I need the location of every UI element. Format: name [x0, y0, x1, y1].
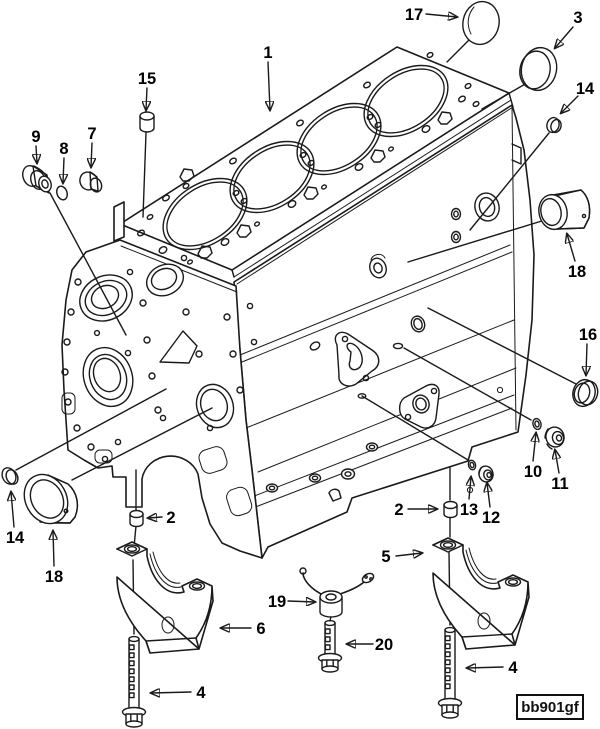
callout-arrow	[53, 531, 54, 567]
deck-holes	[137, 51, 480, 265]
callout-label: 4	[196, 684, 206, 702]
callout-label: 6	[256, 620, 265, 638]
callout-label: 14	[6, 529, 25, 547]
sealing-washer-8	[56, 185, 68, 201]
callout-arrow	[555, 26, 574, 48]
cylinder-bores	[162, 64, 449, 251]
callout-label: 12	[482, 509, 500, 527]
callout-arrow	[561, 95, 579, 113]
cap-screw-20	[317, 619, 343, 673]
callout-label: 13	[460, 501, 478, 519]
dowel-pin-15	[139, 111, 155, 133]
sealing-washer-13	[467, 459, 477, 471]
threaded-plug-9	[22, 165, 52, 194]
callout-arrow	[268, 61, 270, 110]
callout-arrow	[555, 450, 559, 474]
callout-arrow	[395, 553, 422, 556]
camshaft-bushing-18-left	[23, 473, 79, 525]
cylinder-block	[61, 46, 535, 559]
piston-cooling-nozzle-19	[299, 567, 375, 618]
callout-label: 16	[579, 326, 597, 344]
cap-screw-4-right	[437, 626, 463, 719]
callout-arrow	[151, 692, 192, 693]
callout-arrow	[36, 145, 37, 163]
cap-screw-4-left	[121, 635, 147, 728]
figure-code-label: bb901gf	[516, 694, 584, 720]
freeze-plug-17	[462, 0, 500, 46]
callout-arrow	[146, 87, 147, 110]
callout-arrow	[586, 343, 587, 375]
callout-arrow	[63, 157, 64, 183]
callout-label: 5	[381, 548, 390, 566]
callout-arrow	[91, 142, 92, 167]
cup-plug-14-top	[546, 116, 562, 134]
callout-label: 1	[263, 44, 272, 62]
cup-plug-14-left	[1, 467, 19, 485]
callout-label: 10	[524, 463, 542, 481]
callout-arrow	[487, 483, 490, 508]
callout-arrow	[469, 477, 471, 500]
callout-label: 8	[59, 140, 68, 158]
head-deck	[113, 46, 514, 285]
callout-label: 9	[31, 128, 40, 146]
callout-arrow	[287, 601, 315, 602]
callout-label: 11	[551, 475, 568, 493]
callout-label: 4	[508, 659, 518, 677]
callout-arrow	[425, 14, 457, 17]
callout-label: 3	[573, 9, 582, 27]
callout-arrow	[11, 492, 14, 528]
front-face-bolt-holes	[61, 254, 258, 463]
callout-label: 19	[268, 593, 286, 611]
hex-plug-7	[79, 171, 103, 193]
sealing-washer-10	[532, 417, 542, 431]
callout-label: 17	[405, 6, 423, 24]
callout-label: 15	[138, 70, 156, 88]
dowel-pin-2-right	[443, 500, 458, 519]
callout-arrow	[467, 667, 504, 668]
callout-label: 18	[568, 263, 586, 281]
freeze-plug-3	[519, 46, 558, 92]
cup-plug-16	[572, 378, 599, 408]
callout-arrow	[148, 517, 163, 518]
callout-label: 18	[45, 568, 63, 586]
callout-label: 2	[166, 509, 175, 527]
callout-arrow	[533, 433, 536, 462]
callout-label: 2	[394, 501, 403, 519]
threaded-plug-11	[544, 426, 565, 450]
callout-arrow	[567, 234, 576, 262]
callout-label: 7	[87, 125, 96, 143]
camshaft-bushing-18-right	[538, 189, 591, 231]
threaded-plug-12	[478, 465, 494, 483]
dowel-pin-2-left	[129, 509, 144, 528]
callout-label: 20	[375, 636, 393, 654]
callout-label: 14	[576, 80, 595, 98]
